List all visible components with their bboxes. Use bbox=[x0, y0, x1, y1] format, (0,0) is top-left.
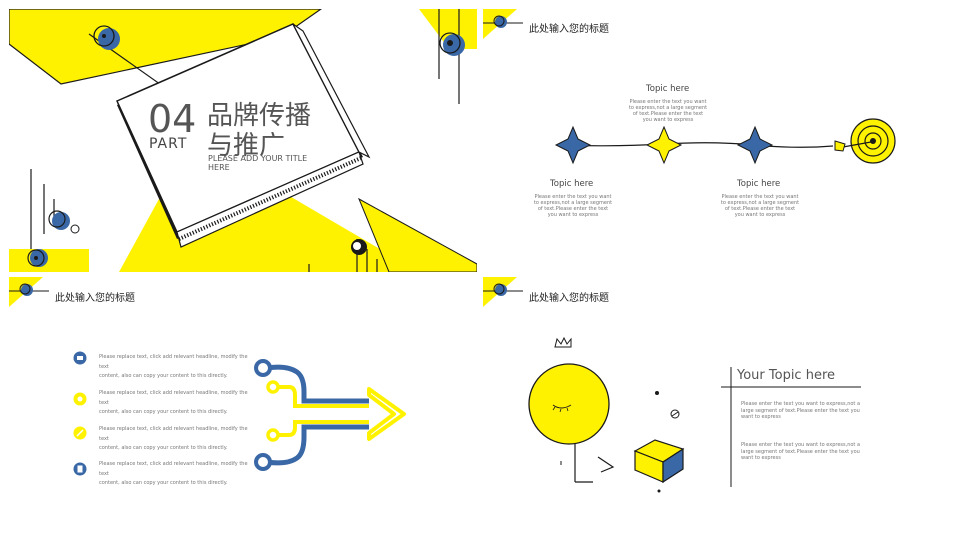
slide2-decoration bbox=[483, 9, 896, 165]
section-title-line2: 与推广 bbox=[207, 131, 286, 161]
topic-text-2: Please enter the text you want to expres… bbox=[720, 194, 800, 218]
section-subtitle-line2: HERE bbox=[208, 163, 230, 172]
slide1-decoration bbox=[9, 9, 477, 272]
topic-title: Your Topic here bbox=[737, 368, 836, 383]
list-item-line2: content, also can copy your content to t… bbox=[99, 409, 228, 415]
topic-title-2: Topic here bbox=[737, 179, 781, 189]
list-item-line2: content, also can copy your content to t… bbox=[99, 445, 228, 451]
target-icon bbox=[834, 118, 896, 164]
slide-thumbnail-1[interactable]: 04 PART 品牌传播 与推广 PLEASE ADD YOUR TITLE H… bbox=[9, 9, 477, 272]
slide-header-title: 此处输入您的标题 bbox=[529, 24, 609, 35]
star-marker-3 bbox=[736, 125, 774, 165]
list-item-line1: Please replace text, click add relevant … bbox=[99, 390, 248, 406]
part-label: PART bbox=[149, 136, 188, 152]
list-item-2: Please replace text, click add relevant … bbox=[99, 389, 249, 418]
list-item-line2: content, also can copy your content to t… bbox=[99, 373, 228, 379]
section-title-line1: 品牌传播 bbox=[207, 101, 312, 131]
list-item-4: Please replace text, click add relevant … bbox=[99, 460, 249, 489]
part-number: 04 bbox=[148, 97, 197, 141]
gear-icon bbox=[73, 392, 87, 406]
topic-text-0: Please enter the text you want to expres… bbox=[533, 194, 613, 218]
list-item-line2: content, also can copy your content to t… bbox=[99, 480, 228, 486]
pencil-icon bbox=[73, 426, 87, 440]
star-marker-2 bbox=[645, 125, 683, 165]
list-item-line1: Please replace text, click add relevant … bbox=[99, 426, 248, 442]
slide-header-title: 此处输入您的标题 bbox=[55, 293, 135, 304]
slide4-decoration bbox=[483, 277, 861, 493]
briefcase-icon bbox=[73, 351, 87, 365]
topic-title-1: Topic here bbox=[646, 84, 690, 94]
slide-thumbnail-3[interactable]: 此处输入您的标题 Please replace text, click add … bbox=[9, 277, 477, 540]
slide-thumbnail-4[interactable]: 此处输入您的标题 Your Topic here Please enter th… bbox=[483, 277, 951, 540]
character-illustration bbox=[528, 363, 685, 493]
paragraph-2: Please enter the text you want to expres… bbox=[741, 442, 861, 461]
list-item-line1: Please replace text, click add relevant … bbox=[99, 354, 248, 370]
list-item-3: Please replace text, click add relevant … bbox=[99, 425, 249, 454]
topic-text-1: Please enter the text you want to expres… bbox=[628, 99, 708, 123]
section-subtitle-line1: PLEASE ADD YOUR TITLE bbox=[208, 154, 308, 163]
slide-header-title: 此处输入您的标题 bbox=[529, 293, 609, 304]
topic-title-0: Topic here bbox=[550, 179, 594, 189]
slide3-decoration bbox=[9, 277, 406, 476]
list-item-1: Please replace text, click add relevant … bbox=[99, 353, 249, 382]
paragraph-1: Please enter the text you want to expres… bbox=[741, 401, 861, 420]
merge-arrow-graphic bbox=[254, 359, 406, 471]
slide-thumbnail-2[interactable]: 此处输入您的标题 Topic here Please enter the tex… bbox=[483, 9, 951, 272]
list-item-line1: Please replace text, click add relevant … bbox=[99, 461, 248, 477]
star-marker-1 bbox=[554, 125, 592, 165]
calculator-icon bbox=[73, 462, 87, 476]
